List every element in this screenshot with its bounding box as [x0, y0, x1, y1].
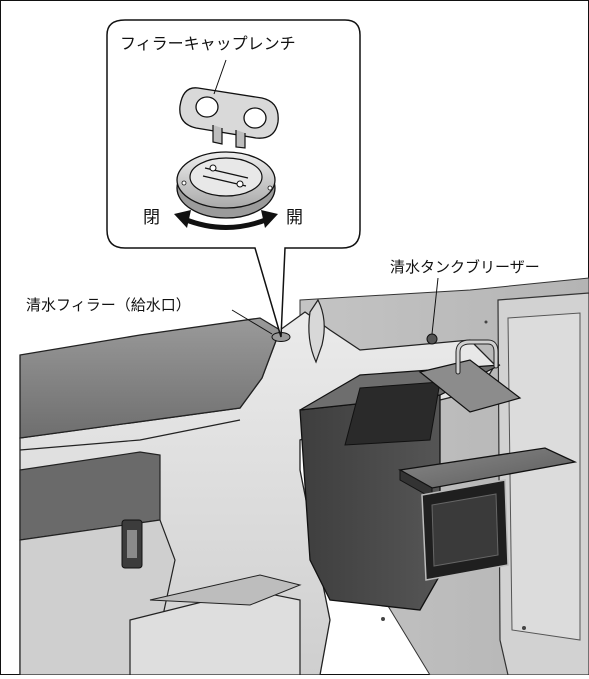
gunwale-top — [19, 317, 281, 439]
step-upper — [149, 574, 302, 606]
handle-inner — [127, 530, 137, 558]
filler-label: 清水フィラー（給水口） — [26, 296, 191, 314]
tank-box-opening — [344, 381, 441, 446]
close-arrowhead — [174, 210, 191, 228]
wrench-leader — [213, 59, 227, 95]
open-label: 開 — [286, 208, 303, 228]
filler-cap-enlarged — [176, 151, 276, 219]
breather-vent — [426, 333, 438, 345]
breather-plate — [418, 359, 522, 413]
gunwale-edge — [19, 419, 241, 451]
breather-pipe-highlight — [456, 340, 498, 374]
hole — [484, 320, 488, 324]
tank-breather-label: 清水タンクブリーザー — [390, 258, 540, 276]
close-label: 閉 — [143, 208, 160, 228]
tank-inner-wall — [431, 493, 499, 567]
cabin-door-panel — [507, 312, 581, 641]
wrench-label: フィラーキャップレンチ — [120, 34, 296, 53]
hole — [381, 617, 385, 621]
filler-leader — [231, 309, 273, 335]
gunwale-rail — [19, 451, 161, 541]
filler-cap-wrench — [179, 87, 279, 149]
breather-leader — [431, 277, 439, 335]
hole — [522, 626, 526, 630]
handrail — [308, 298, 325, 364]
rotation-arrow — [183, 216, 269, 230]
open-arrowhead — [261, 210, 278, 228]
